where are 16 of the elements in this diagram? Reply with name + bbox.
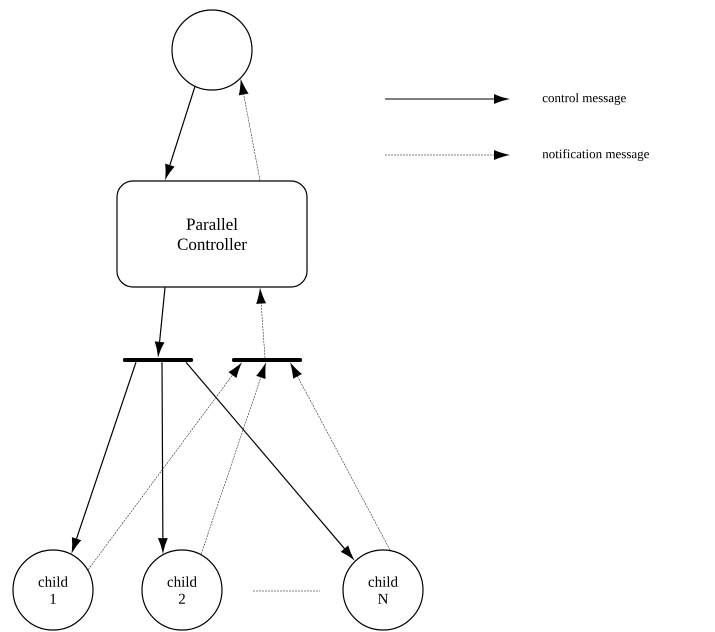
arrow (165, 86, 196, 178)
fork-bar (123, 358, 193, 362)
arrow (186, 362, 354, 560)
arrow (200, 363, 266, 554)
arrow (72, 362, 137, 552)
legend-label: control message (542, 93, 626, 105)
process-circle (171, 9, 253, 91)
arrow (256, 288, 266, 358)
legend-label: notification message (542, 149, 649, 161)
arrow (238, 80, 260, 181)
arrow (154, 288, 166, 356)
controller-box: Parallel Controller (116, 180, 308, 288)
arrow (158, 362, 168, 552)
arrow (290, 363, 390, 550)
join-bar (232, 358, 302, 362)
arrow (88, 362, 242, 570)
